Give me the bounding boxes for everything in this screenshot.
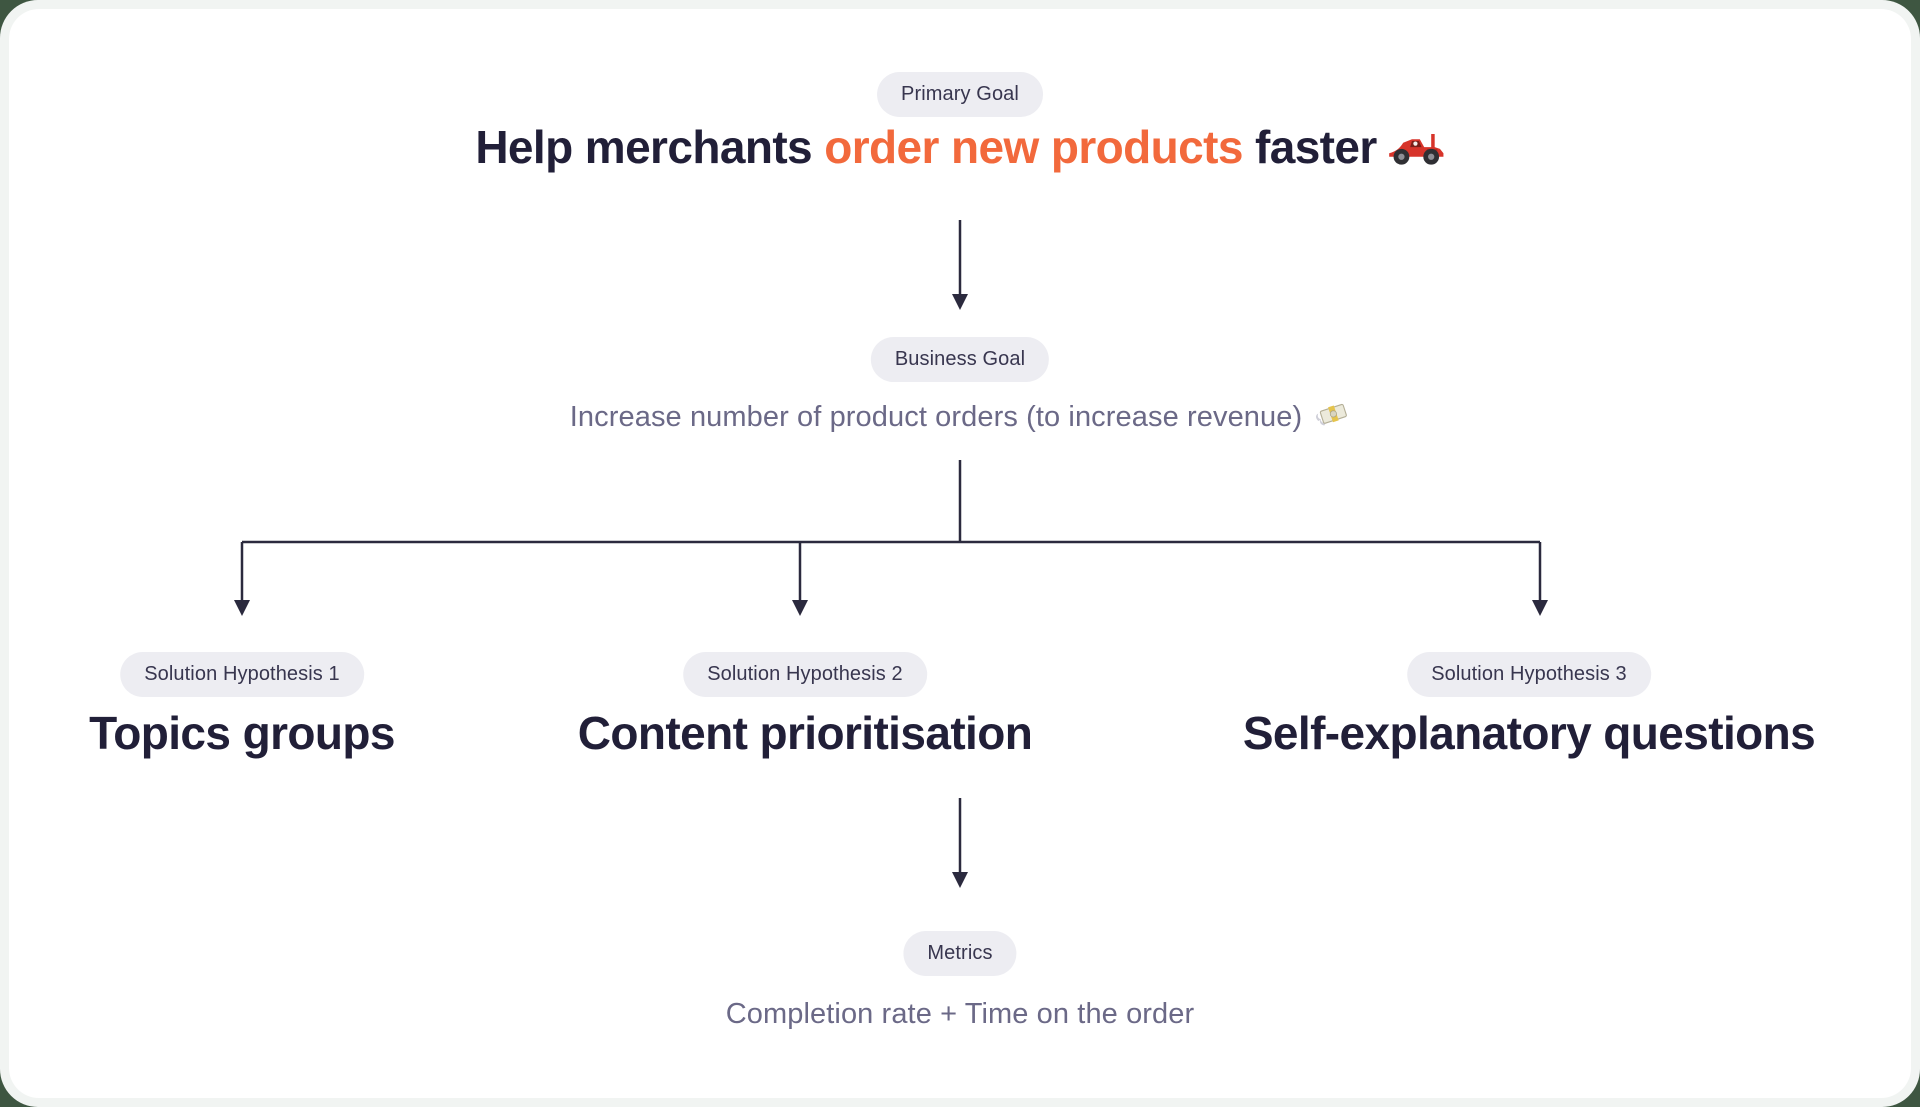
solution-1-badge: Solution Hypothesis 1 — [120, 652, 364, 697]
primary-goal-title-prefix: Help merchants — [475, 121, 825, 173]
diagram-canvas — [9, 9, 1911, 1098]
primary-goal-title-highlight: order new products — [824, 121, 1243, 173]
money-with-wings-icon — [1314, 400, 1350, 438]
solution-3-badge: Solution Hypothesis 3 — [1407, 652, 1651, 697]
business-goal-text-row: Increase number of product orders (to in… — [570, 400, 1350, 438]
business-goal-text: Increase number of product orders (to in… — [569, 401, 1303, 433]
solution-1-title: Topics groups — [89, 707, 395, 759]
primary-goal-badge: Primary Goal — [877, 72, 1043, 117]
primary-goal-title: Help merchants order new products faster — [475, 120, 1444, 179]
solution-2-badge: Solution Hypothesis 2 — [683, 652, 927, 697]
solution-2-title: Content prioritisation — [577, 707, 1033, 759]
metrics-text: Completion rate + Time on the order — [725, 998, 1195, 1030]
racing-car-icon — [1389, 124, 1445, 179]
metrics-badge: Metrics — [903, 931, 1017, 976]
solution-3-title: Self-explanatory questions — [1242, 707, 1816, 759]
business-goal-badge: Business Goal — [870, 337, 1050, 382]
primary-goal-title-suffix: faster — [1242, 121, 1377, 173]
